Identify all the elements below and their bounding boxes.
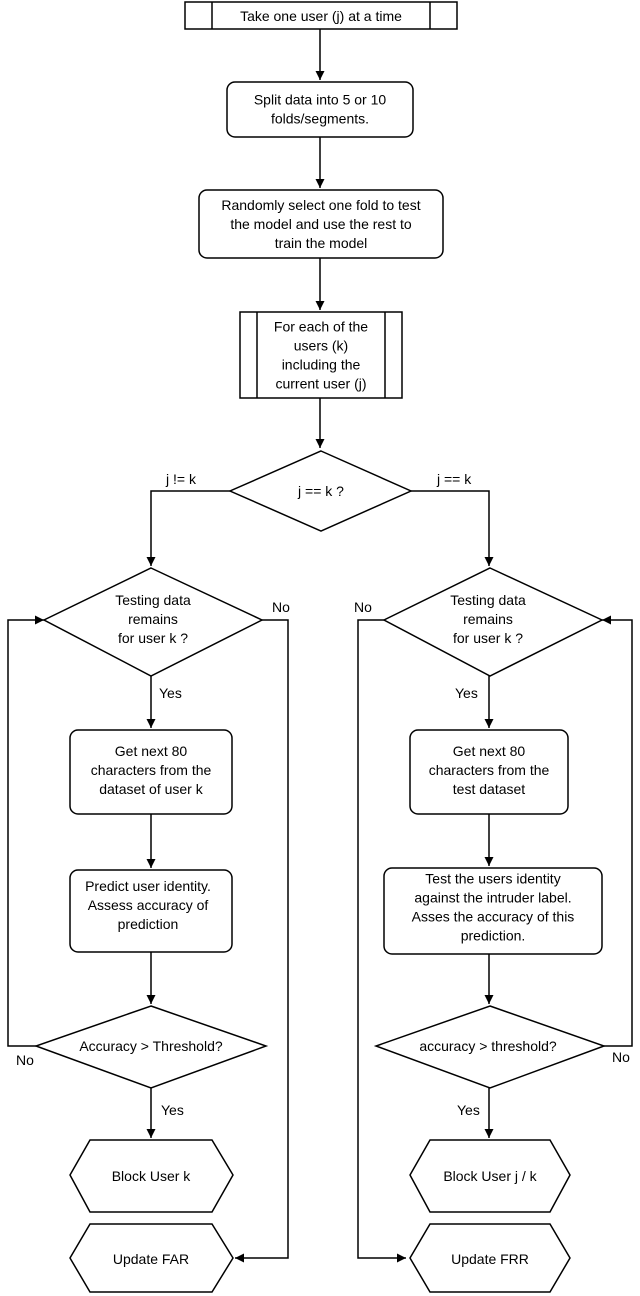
left-accuracy-node: Accuracy > Threshold? bbox=[33, 1005, 269, 1089]
node-text-line: folds/segments. bbox=[271, 111, 369, 127]
label-left-accuracy-yes: Yes bbox=[161, 1102, 184, 1118]
right-test-text: Test the users identity against the intru… bbox=[412, 871, 575, 944]
label-not-equal: j != k bbox=[165, 471, 197, 487]
node-text-line: Update FAR bbox=[113, 1251, 189, 1267]
node-text-line: train the model bbox=[275, 235, 368, 251]
right-accuracy-text: accuracy > threshold? bbox=[419, 1038, 557, 1054]
right-testing-text: Testing data remains for user k ? bbox=[450, 592, 526, 646]
label-equal: j == k bbox=[436, 471, 472, 487]
edge-left-accuracy-no-loop bbox=[7, 615, 44, 1047]
label-right-accuracy-yes: Yes bbox=[457, 1102, 480, 1118]
node-text-line: test dataset bbox=[453, 781, 525, 797]
edge-left-testing-no-to-far bbox=[235, 619, 289, 1263]
take-user-text: Take one user (j) at a time bbox=[240, 8, 402, 24]
edge-right-accuracy-no-loop bbox=[602, 615, 633, 1047]
node-text-line: against the intruder label. bbox=[414, 890, 571, 906]
edges bbox=[7, 29, 633, 1263]
split-data-node: Split data into 5 or 10 folds/segments. bbox=[226, 81, 414, 138]
node-text-line: current user (j) bbox=[275, 376, 366, 392]
node-text-line: for user k ? bbox=[118, 630, 188, 646]
node-text-line: for user k ? bbox=[453, 630, 523, 646]
for-each-user-text: For each of the users (k) including the cur… bbox=[274, 319, 368, 392]
edge-right-testing-no-to-frr bbox=[357, 619, 406, 1263]
left-predict-node: Predict user identity. Assess accuracy of… bbox=[69, 869, 233, 953]
node-text-line: users (k) bbox=[294, 338, 348, 354]
node-text-line: Testing data bbox=[115, 592, 191, 608]
node-text-line: Split data into 5 or 10 bbox=[254, 92, 387, 108]
right-block-node: Block User j / k bbox=[409, 1139, 571, 1213]
node-text-line: Randomly select one fold to test bbox=[221, 197, 420, 213]
node-text-line: Assess accuracy of bbox=[88, 897, 209, 913]
right-get-next-node: Get next 80 characters from the test datas… bbox=[409, 729, 569, 815]
left-predict-text: Predict user identity. Assess accuracy of… bbox=[85, 878, 211, 932]
node-text-line: Get next 80 bbox=[115, 743, 188, 759]
take-user-node: Take one user (j) at a time bbox=[184, 1, 458, 30]
left-accuracy-text: Accuracy > Threshold? bbox=[79, 1038, 223, 1054]
node-text-line: Test the users identity bbox=[425, 871, 560, 887]
label-right-accuracy-no: No bbox=[612, 1049, 630, 1065]
node-text-line: Predict user identity. bbox=[85, 878, 211, 894]
left-update-node: Update FAR bbox=[69, 1223, 234, 1293]
node-text-line: Block User k bbox=[112, 1168, 192, 1184]
edge-labels: j != k j == k No No Yes Yes No No Yes Ye… bbox=[16, 471, 630, 1118]
node-text-line: accuracy > threshold? bbox=[419, 1038, 557, 1054]
split-data-text: Split data into 5 or 10 folds/segments. bbox=[254, 92, 387, 127]
label-right-testing-yes: Yes bbox=[455, 685, 478, 701]
right-test-node: Test the users identity against the intru… bbox=[383, 867, 603, 955]
left-testing-node: Testing data remains for user k ? bbox=[42, 567, 264, 677]
node-text-line: Get next 80 bbox=[453, 743, 526, 759]
node-text-line: For each of the bbox=[274, 319, 368, 335]
node-text-line: Accuracy > Threshold? bbox=[79, 1038, 223, 1054]
left-get-next-node: Get next 80 characters from the dataset of… bbox=[69, 729, 233, 815]
node-text-line: dataset of user k bbox=[99, 781, 204, 797]
node-text-line: characters from the bbox=[429, 762, 550, 778]
node-text-line: prediction. bbox=[461, 928, 526, 944]
node-text-line: Update FRR bbox=[451, 1251, 529, 1267]
select-fold-node: Randomly select one fold to test the mode… bbox=[198, 189, 444, 259]
node-text-line: Testing data bbox=[450, 592, 526, 608]
node-text-line: remains bbox=[128, 611, 178, 627]
node-text-line: the model and use the rest to bbox=[230, 216, 412, 232]
label-right-testing-no: No bbox=[354, 599, 372, 615]
left-get-next-text: Get next 80 characters from the dataset of… bbox=[91, 743, 212, 797]
left-testing-text: Testing data remains for user k ? bbox=[115, 592, 191, 646]
right-accuracy-node: accuracy > threshold? bbox=[373, 1005, 607, 1089]
node-text-line: Block User j / k bbox=[443, 1168, 537, 1184]
for-each-user-node: For each of the users (k) including the cur… bbox=[239, 311, 403, 399]
right-block-text: Block User j / k bbox=[443, 1168, 537, 1184]
node-text-line: prediction bbox=[118, 916, 179, 932]
left-block-node: Block User k bbox=[69, 1139, 234, 1213]
right-update-node: Update FRR bbox=[409, 1223, 571, 1293]
node-text-line: remains bbox=[463, 611, 513, 627]
edge-decision-to-right bbox=[411, 490, 494, 566]
right-get-next-text: Get next 80 characters from the test datas… bbox=[429, 743, 550, 797]
edge-decision-to-left bbox=[146, 490, 230, 566]
node-text-line: characters from the bbox=[91, 762, 212, 778]
decision-jk-node: j == k ? bbox=[228, 450, 413, 532]
node-text-line: j == k ? bbox=[297, 483, 344, 499]
node-text-line: Take one user (j) at a time bbox=[240, 8, 402, 24]
left-update-text: Update FAR bbox=[113, 1251, 189, 1267]
left-block-text: Block User k bbox=[112, 1168, 192, 1184]
node-text-line: Asses the accuracy of this bbox=[412, 909, 575, 925]
label-left-accuracy-no: No bbox=[16, 1052, 34, 1068]
right-testing-node: Testing data remains for user k ? bbox=[382, 567, 604, 677]
select-fold-text: Randomly select one fold to test the mode… bbox=[221, 197, 420, 251]
node-text-line: including the bbox=[282, 357, 361, 373]
label-left-testing-no: No bbox=[272, 599, 290, 615]
label-left-testing-yes: Yes bbox=[159, 685, 182, 701]
right-update-text: Update FRR bbox=[451, 1251, 529, 1267]
decision-jk-text: j == k ? bbox=[297, 483, 344, 499]
